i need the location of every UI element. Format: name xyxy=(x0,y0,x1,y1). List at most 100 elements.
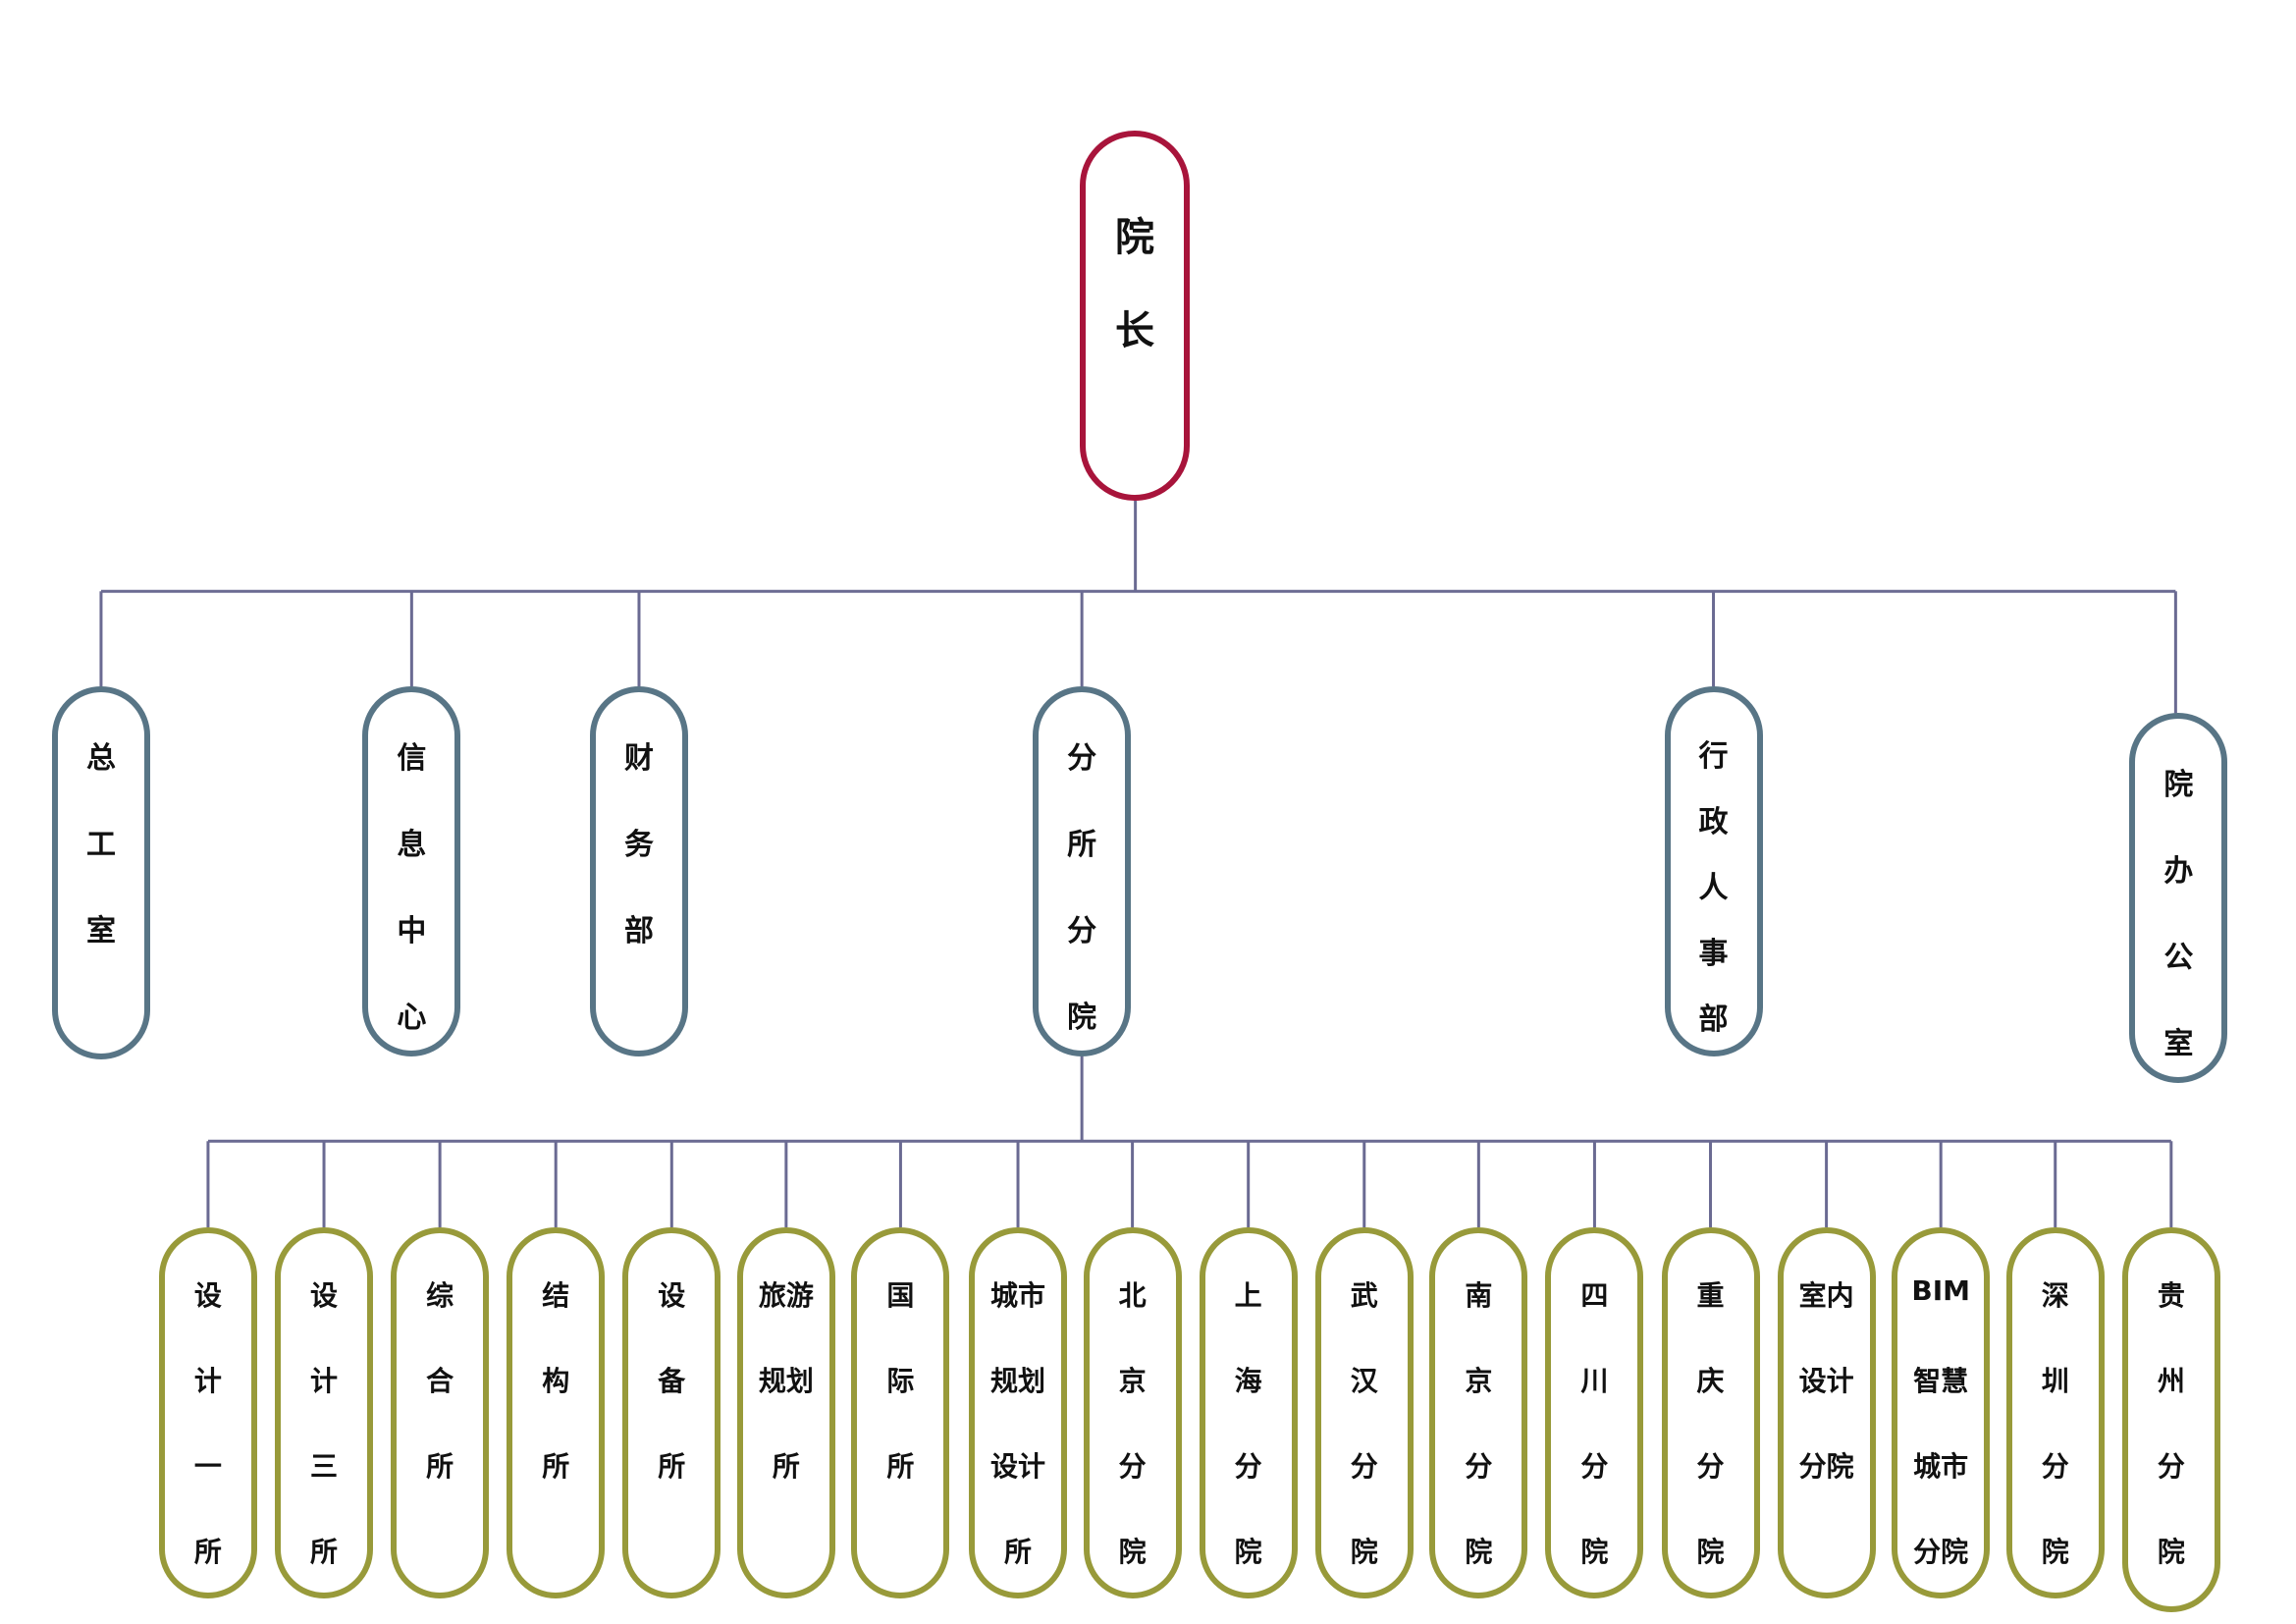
branch-node-3-label-line: 综 xyxy=(426,1278,454,1312)
branch-node-16-label-line: 城市 xyxy=(1913,1449,1969,1483)
branch-node-13-label-line: 分 xyxy=(1580,1449,1609,1483)
dept-node-fensuo-label-line: 院 xyxy=(1067,1001,1097,1036)
branch-node-1-label-line: 所 xyxy=(193,1535,222,1568)
branch-node-10-label-line: 分 xyxy=(1234,1449,1262,1483)
branch-node-4-label-line: 构 xyxy=(542,1364,570,1397)
branch-node-3: 综合所 xyxy=(391,1226,490,1599)
dept-node-zonggong-label-line: 总 xyxy=(85,741,116,777)
branch-node-18-label-line: 分 xyxy=(2157,1449,2185,1483)
branch-node-18-label-line: 贵 xyxy=(2157,1278,2185,1312)
dept-node-fensuo-label-line: 分 xyxy=(1067,741,1097,777)
dept-node-yuanban-label-line: 办 xyxy=(2163,854,2194,890)
branch-node-2-label-line: 计 xyxy=(310,1364,339,1397)
dept-node-xingzheng-label-line: 人 xyxy=(1698,871,1729,906)
branch-node-9-label-line: 分 xyxy=(1118,1449,1147,1483)
branch-node-2-label-line: 三 xyxy=(310,1449,339,1483)
dept-node-caiwu-label-line: 财 xyxy=(623,741,654,777)
branch-node-11-label-line: 武 xyxy=(1350,1278,1378,1312)
branch-node-10-label-line: 上 xyxy=(1234,1278,1262,1312)
branch-node-1-label-line: 一 xyxy=(193,1449,222,1483)
branch-node-3-label-line: 合 xyxy=(426,1364,454,1397)
branch-node-12-label-line: 院 xyxy=(1465,1535,1493,1568)
branch-node-6: 旅游规划所 xyxy=(736,1226,835,1599)
branch-node-2-label-line: 设 xyxy=(310,1278,339,1312)
branch-node-14: 重庆分院 xyxy=(1661,1226,1760,1599)
branch-node-6-label-line: 规划 xyxy=(758,1364,814,1397)
dept-node-xingzheng-label-line: 部 xyxy=(1698,1002,1729,1038)
dept-node-zonggong-label-line: 室 xyxy=(85,914,116,949)
branch-node-18: 贵州分院 xyxy=(2121,1226,2220,1612)
branch-node-8: 城市规划设计所 xyxy=(969,1226,1068,1599)
branch-node-7: 国际所 xyxy=(851,1226,950,1599)
dept-node-xinxi-label-line: 信 xyxy=(397,741,427,777)
dept-node-fensuo-label-line: 所 xyxy=(1067,828,1097,863)
branch-node-18-label-line: 州 xyxy=(2157,1364,2185,1397)
branch-node-18-label-line: 院 xyxy=(2157,1535,2185,1568)
branch-node-15-label-line: 分院 xyxy=(1798,1449,1854,1483)
dept-node-caiwu-label-line: 部 xyxy=(623,914,654,949)
branch-node-10: 上海分院 xyxy=(1199,1226,1298,1599)
branch-node-6-label-line: 旅游 xyxy=(758,1278,814,1312)
branch-node-7-label-line: 国 xyxy=(886,1278,915,1312)
dept-node-xinxi-label-line: 息 xyxy=(397,828,427,863)
branch-node-2-label-line: 所 xyxy=(310,1535,339,1568)
branch-node-11-label-line: 分 xyxy=(1350,1449,1378,1483)
branch-node-13-label-line: 川 xyxy=(1580,1364,1609,1397)
dept-node-caiwu: 财务部 xyxy=(589,686,688,1056)
branch-node-13-label-line: 四 xyxy=(1580,1278,1609,1312)
dept-node-yuanban: 院办公室 xyxy=(2129,713,2228,1084)
branch-node-9: 北京分院 xyxy=(1083,1226,1182,1599)
branch-node-4: 结构所 xyxy=(507,1226,606,1599)
dept-node-zonggong: 总工室 xyxy=(51,686,150,1059)
dept-node-xingzheng: 行政人事部 xyxy=(1664,686,1763,1056)
branch-node-5-label-line: 设 xyxy=(658,1278,686,1312)
branch-node-8-label-line: 规划 xyxy=(990,1364,1046,1397)
branch-node-12: 南京分院 xyxy=(1429,1226,1528,1599)
branch-node-12-label-line: 南 xyxy=(1465,1278,1493,1312)
branch-node-8-label-line: 城市 xyxy=(990,1278,1046,1312)
branch-node-16-label-line: 分院 xyxy=(1913,1535,1969,1568)
branch-node-17-label-line: 深 xyxy=(2041,1278,2069,1312)
branch-node-5-label-line: 所 xyxy=(658,1449,686,1483)
dept-node-xinxi-label-line: 中 xyxy=(397,914,427,949)
branch-node-16-label-line: BIM xyxy=(1911,1273,1970,1307)
branch-node-17-label-line: 院 xyxy=(2041,1535,2069,1568)
branch-node-1-label-line: 设 xyxy=(193,1278,222,1312)
branch-node-7-label-line: 际 xyxy=(886,1364,915,1397)
branch-node-10-label-line: 海 xyxy=(1234,1364,1262,1397)
dept-node-xingzheng-label-line: 行 xyxy=(1698,739,1729,775)
branch-node-12-label-line: 分 xyxy=(1465,1449,1493,1483)
branch-node-9-label-line: 京 xyxy=(1118,1364,1147,1397)
branch-node-8-label-line: 所 xyxy=(1004,1535,1033,1568)
root-node-president-label-line: 长 xyxy=(1115,308,1154,353)
dept-node-fensuo: 分所分院 xyxy=(1033,686,1132,1056)
branch-node-14-label-line: 重 xyxy=(1696,1278,1725,1312)
dept-node-xinxi-label-line: 心 xyxy=(397,1001,427,1036)
branch-node-15-label-line: 设计 xyxy=(1798,1364,1854,1397)
branch-node-5: 设备所 xyxy=(622,1226,721,1599)
dept-node-yuanban-label-line: 公 xyxy=(2163,941,2194,976)
branch-node-6-label-line: 所 xyxy=(772,1449,800,1483)
branch-node-16-label-line: 智慧 xyxy=(1913,1364,1969,1397)
branch-node-9-label-line: 北 xyxy=(1118,1278,1147,1312)
branch-node-1-label-line: 计 xyxy=(193,1364,222,1397)
dept-node-xingzheng-label-line: 政 xyxy=(1698,805,1729,840)
branch-node-15: 室内设计分院 xyxy=(1777,1226,1876,1599)
branch-node-4-label-line: 所 xyxy=(542,1449,570,1483)
branch-node-17-label-line: 圳 xyxy=(2041,1364,2069,1397)
branch-node-10-label-line: 院 xyxy=(1234,1535,1262,1568)
dept-node-fensuo-label-line: 分 xyxy=(1067,914,1097,949)
branch-node-15-label-line: 室内 xyxy=(1798,1278,1854,1312)
branch-node-17: 深圳分院 xyxy=(2005,1226,2105,1599)
branch-node-13: 四川分院 xyxy=(1545,1226,1644,1599)
branch-node-11-label-line: 院 xyxy=(1350,1535,1378,1568)
branch-node-11: 武汉分院 xyxy=(1314,1226,1414,1599)
dept-node-zonggong-label-line: 工 xyxy=(85,828,116,863)
dept-node-xinxi: 信息中心 xyxy=(362,686,461,1056)
root-node-president: 院长 xyxy=(1080,131,1190,501)
branch-node-3-label-line: 所 xyxy=(426,1449,454,1483)
branch-node-14-label-line: 庆 xyxy=(1696,1364,1725,1397)
root-node-president-label-line: 院 xyxy=(1115,215,1154,260)
branch-node-4-label-line: 结 xyxy=(542,1278,570,1312)
